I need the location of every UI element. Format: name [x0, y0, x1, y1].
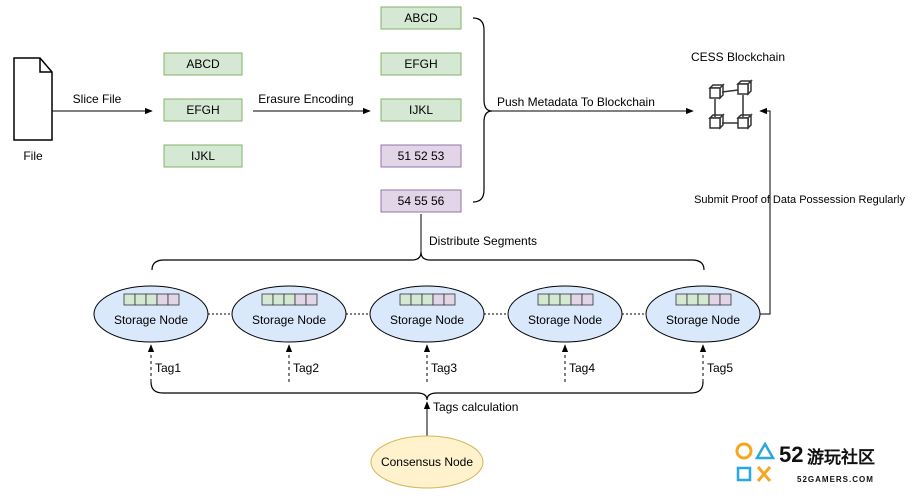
- storage-node: Storage Node: [507, 285, 623, 343]
- slice-box: ABCD: [163, 52, 243, 76]
- erasure-label: Erasure Encoding: [258, 92, 353, 106]
- tags-brace: [150, 381, 704, 401]
- blockchain-label: CESS Blockchain: [691, 50, 785, 64]
- segment-box: ABCD: [380, 6, 462, 30]
- watermark-url: 52GAMERS.COM: [797, 475, 874, 484]
- storage-node: Storage Node: [369, 285, 485, 343]
- watermark-text: 游玩社区: [807, 447, 875, 468]
- circle-icon: [735, 442, 753, 460]
- storage-node-label: Storage Node: [252, 313, 326, 327]
- segment-label: EFGH: [404, 57, 437, 71]
- storage-node-label: Storage Node: [390, 313, 464, 327]
- slice-label: IJKL: [191, 149, 215, 163]
- triangle-icon: [754, 441, 776, 460]
- file-icon: [13, 57, 53, 141]
- storage-node: Storage Node: [645, 285, 761, 343]
- segment-bar-icon: [399, 293, 456, 306]
- tag-label: Tag4: [569, 361, 595, 375]
- tag-label: Tag1: [155, 361, 181, 375]
- tags-label: Tags calculation: [433, 400, 518, 414]
- slice-box: IJKL: [163, 144, 243, 168]
- segment-bar-icon: [675, 293, 732, 306]
- segment-bar-icon: [261, 293, 318, 306]
- tag-label: Tag2: [293, 361, 319, 375]
- submit-label: Submit Proof of Data Possession Regularl…: [694, 194, 905, 206]
- distribute-brace: [151, 251, 705, 271]
- file-label: File: [23, 149, 43, 163]
- segment-box: IJKL: [380, 98, 462, 122]
- segments-brace: [472, 17, 493, 203]
- watermark-number: 52: [779, 442, 803, 467]
- storage-node: Storage Node: [93, 285, 209, 343]
- consensus-node: Consensus Node: [370, 435, 484, 489]
- segment-label: IJKL: [409, 103, 433, 117]
- square-icon: [736, 466, 752, 482]
- cross-icon: [756, 466, 772, 482]
- tag-arrows: [147, 344, 707, 382]
- segment-label: 51 52 53: [398, 149, 445, 163]
- segment-box: EFGH: [380, 52, 462, 76]
- slice-label: EFGH: [186, 103, 219, 117]
- segment-bar-icon: [123, 293, 180, 306]
- consensus-label: Consensus Node: [381, 455, 473, 469]
- tag-label: Tag5: [707, 361, 733, 375]
- slice-box: EFGH: [163, 98, 243, 122]
- slice-label: Slice File: [73, 92, 122, 106]
- segment-box: 51 52 53: [380, 144, 462, 168]
- push-label: Push Metadata To Blockchain: [497, 95, 655, 109]
- tag-label: Tag3: [431, 361, 457, 375]
- submit-arrow: [759, 107, 771, 315]
- blockchain-icon: [708, 79, 753, 130]
- storage-node-label: Storage Node: [666, 313, 740, 327]
- segment-label: ABCD: [404, 11, 438, 25]
- storage-node-label: Storage Node: [114, 313, 188, 327]
- storage-node: Storage Node: [231, 285, 347, 343]
- segment-bar-icon: [537, 293, 594, 306]
- distribute-label: Distribute Segments: [429, 234, 537, 248]
- segment-box: 54 55 56: [380, 189, 462, 213]
- segment-label: 54 55 56: [398, 194, 445, 208]
- storage-node-label: Storage Node: [528, 313, 602, 327]
- watermark-logo: 52 游玩社区 52GAMERS.COM: [735, 441, 875, 484]
- slice-label: ABCD: [186, 57, 220, 71]
